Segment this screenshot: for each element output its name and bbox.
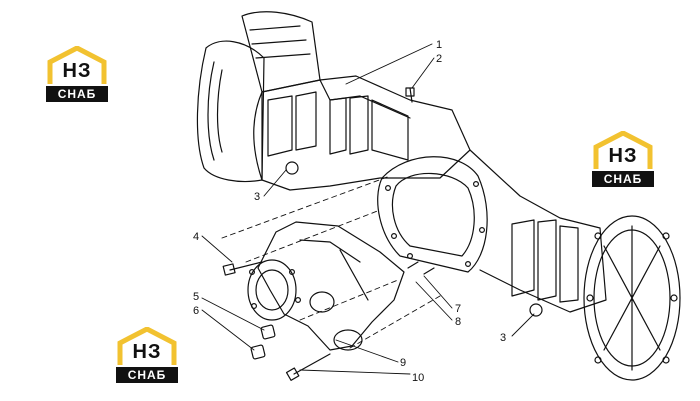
- differential-housing-body: [377, 156, 488, 273]
- house-roof-icon: [593, 131, 653, 169]
- logo-plate: СНАБ: [592, 171, 654, 187]
- house-roof-icon: [47, 46, 107, 84]
- callout-2: 2: [436, 53, 442, 65]
- callout-3-right: 3: [500, 332, 506, 344]
- logo-mark: НЗ: [608, 145, 638, 167]
- right-hub-flange: [583, 215, 681, 381]
- logo-mark: НЗ: [132, 341, 162, 363]
- watermark-logo-top-left: НЗ СНАБ: [46, 46, 108, 104]
- right-axle-arm: [469, 149, 607, 317]
- callout-5: 5: [193, 291, 199, 303]
- stud-bolts: [222, 87, 435, 381]
- callout-3-left: 3: [254, 191, 260, 203]
- callout-9: 9: [400, 357, 406, 369]
- assembly-guide-lines: [221, 175, 441, 349]
- left-hub-housing: [196, 11, 321, 183]
- callout-labels: 1 2 3 3 4 5 6 7 8 9 10: [193, 39, 506, 384]
- logo-mark: НЗ: [62, 60, 92, 82]
- callout-1: 1: [436, 39, 442, 51]
- watermark-logo-right: НЗ СНАБ: [592, 131, 654, 189]
- callout-10: 10: [412, 372, 424, 384]
- callout-7: 7: [455, 303, 461, 315]
- callout-leader-lines: [201, 43, 535, 375]
- differential-carrier: [247, 221, 405, 351]
- callout-4: 4: [193, 231, 199, 243]
- logo-plate: СНАБ: [46, 86, 108, 102]
- callout-8: 8: [455, 316, 461, 328]
- watermark-logo-bottom-left: НЗ СНАБ: [116, 327, 178, 385]
- house-roof-icon: [117, 327, 177, 365]
- axle-beam: [261, 75, 471, 191]
- callout-6: 6: [193, 305, 199, 317]
- logo-plate: СНАБ: [116, 367, 178, 383]
